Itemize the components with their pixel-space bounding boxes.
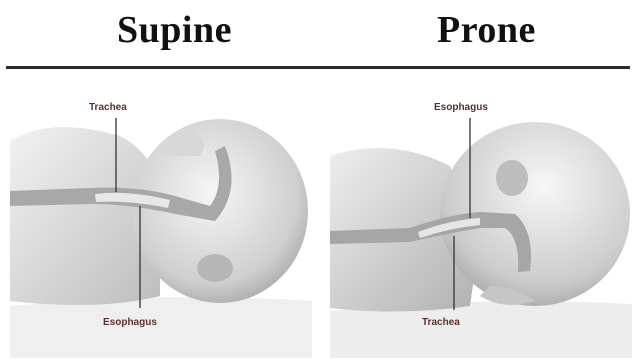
supine-heading: Supine <box>117 8 232 52</box>
prone-trachea-label: Trachea <box>422 317 460 328</box>
heading-divider <box>6 66 630 69</box>
ear <box>496 160 528 196</box>
supine-illustration <box>10 96 312 358</box>
supine-trachea-label: Trachea <box>89 102 127 113</box>
supine-esophagus-label: Esophagus <box>103 317 157 328</box>
mattress <box>10 297 312 358</box>
ear <box>197 254 233 282</box>
prone-illustration <box>330 96 632 358</box>
prone-esophagus-label: Esophagus <box>434 102 488 113</box>
prone-heading: Prone <box>437 8 536 52</box>
